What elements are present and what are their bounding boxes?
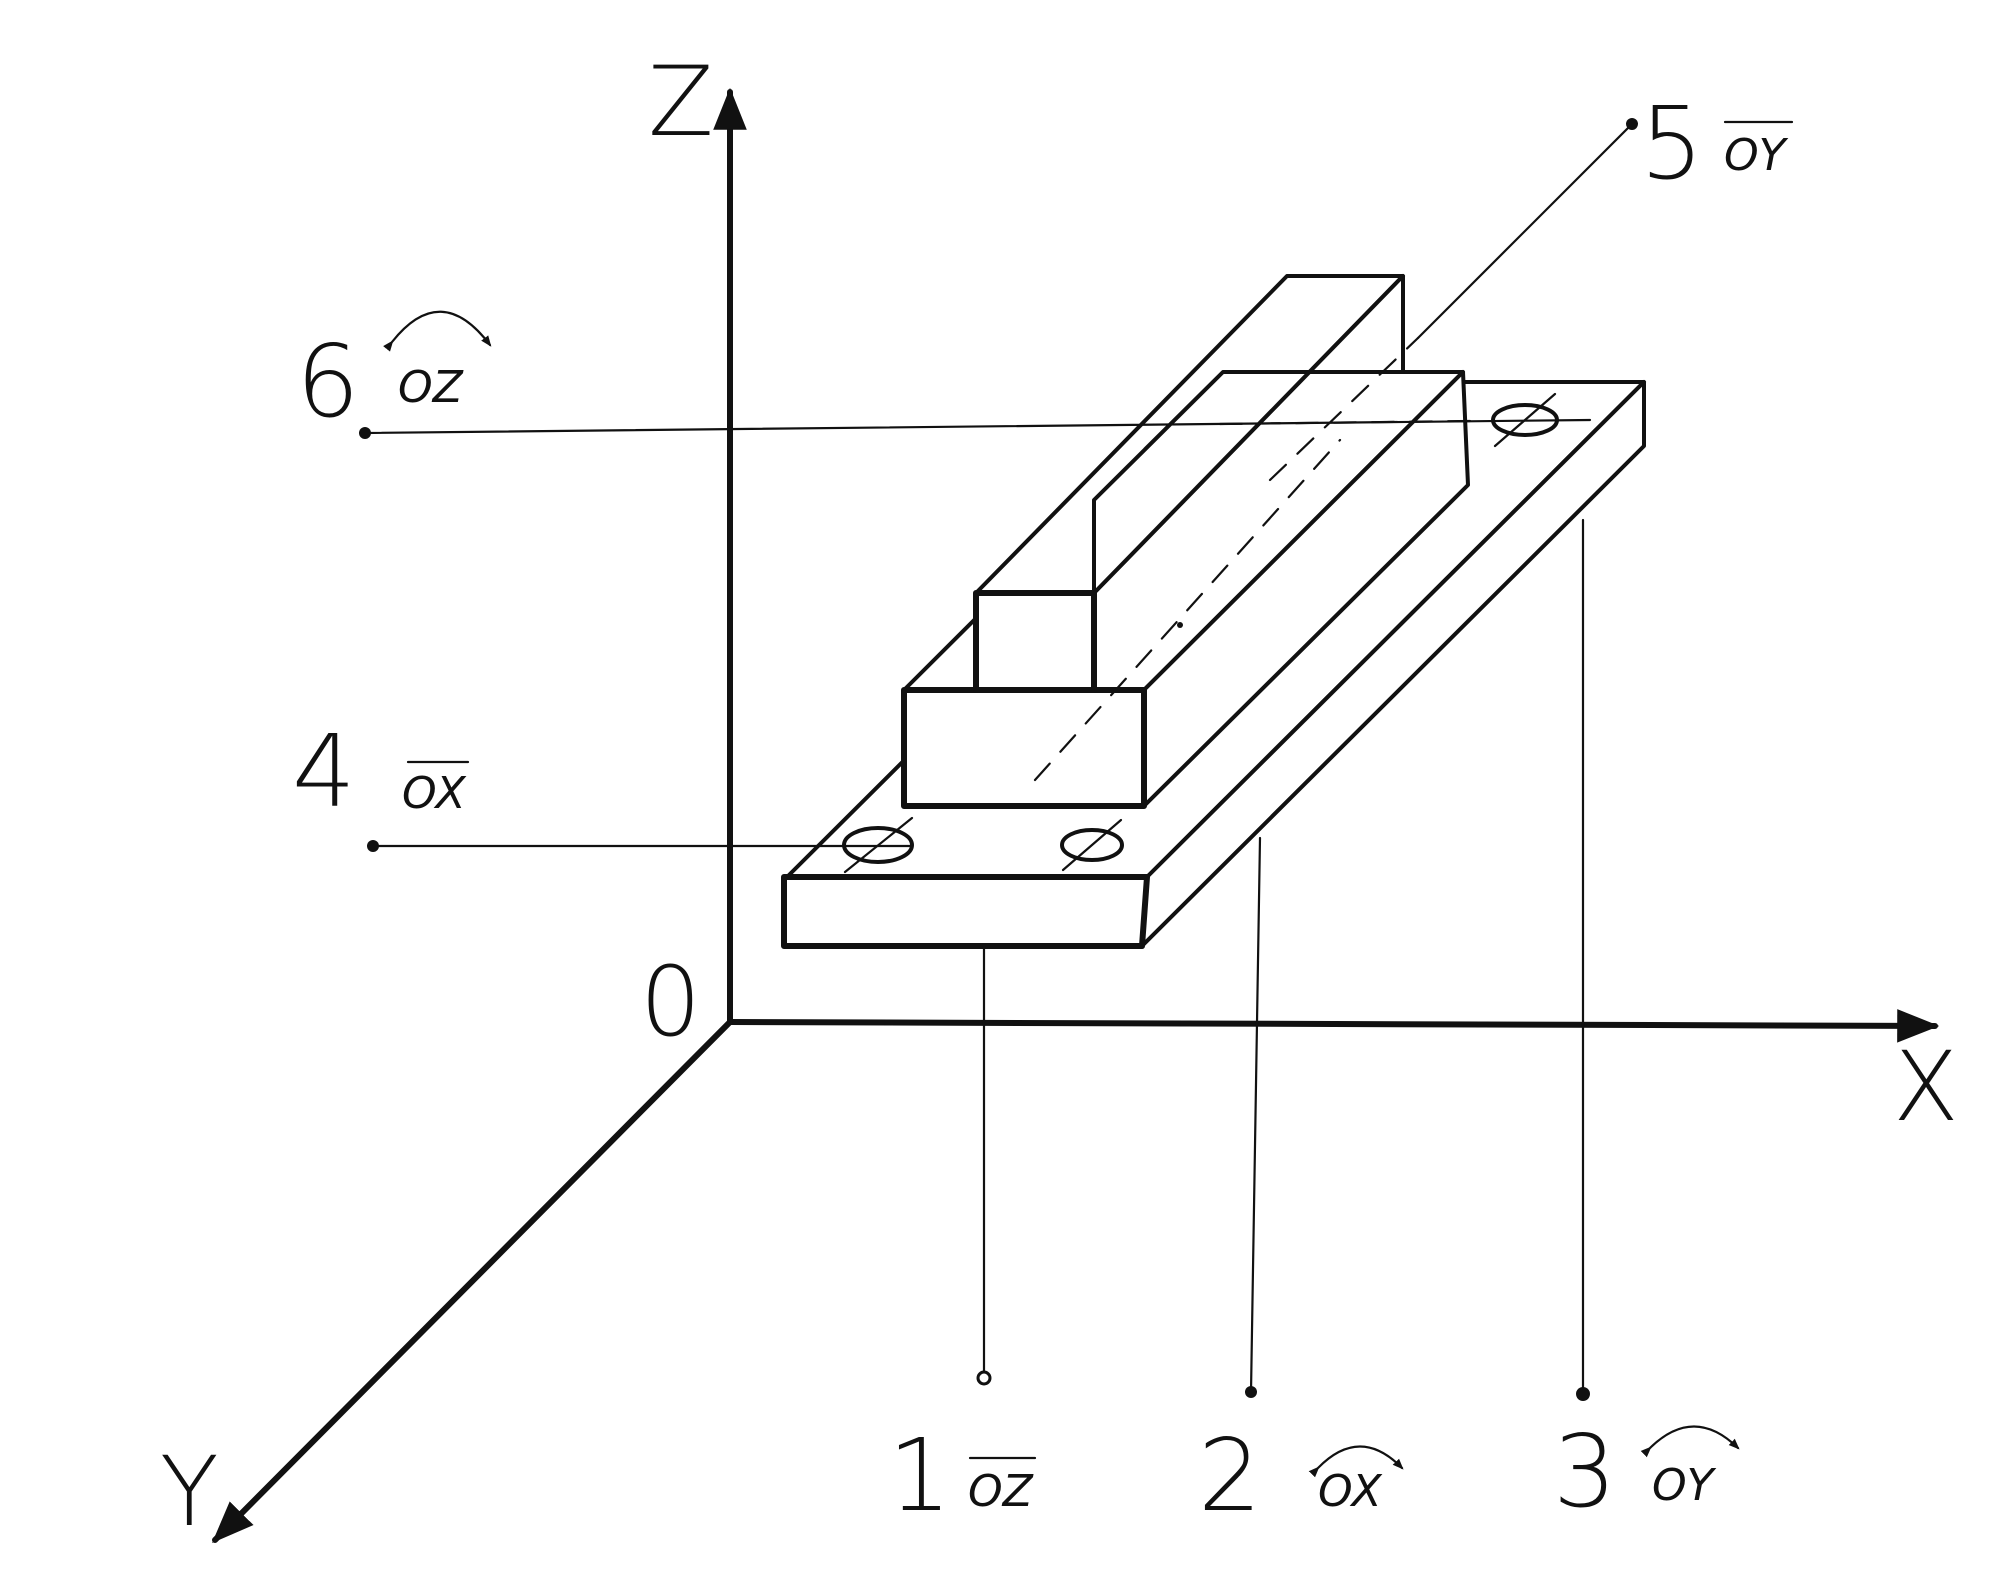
support-label-1: 1 OZ: [888, 1417, 1037, 1534]
origin-label: 0: [640, 946, 701, 1058]
rotation-arc-icon-2: [1308, 1445, 1404, 1478]
rotation-arc-icon-6: [383, 310, 492, 352]
axis-label-1: OZ: [968, 1466, 1034, 1517]
leader-line-6-hidden: [1218, 419, 1472, 426]
leader-dot-5: [1626, 118, 1638, 130]
axis-label-4: OX: [402, 768, 466, 819]
support-label-3: 3 OY: [1553, 1413, 1740, 1530]
axis-label-2: OX: [1318, 1466, 1382, 1517]
y-axis-label: Y: [160, 1436, 219, 1548]
y-axis-line: [212, 1019, 733, 1543]
top-block-hidden-edge: [1033, 438, 1342, 782]
support-label-2: 2 OX: [1198, 1417, 1404, 1534]
support-point-labels: 1 OZ 2 OX 3 OY 4 OX 5 OY 6: [292, 85, 1794, 1534]
leader-line-5-hidden: [1268, 336, 1420, 482]
support-number-5: 5: [1640, 85, 1704, 202]
support-label-6: 6 OZ: [296, 310, 492, 440]
bolt-hole-front-right: [1060, 818, 1124, 872]
x-axis-line: [727, 1009, 1940, 1043]
bolt-hole-slash: [1061, 818, 1123, 872]
leader-dot-2: [1245, 1386, 1257, 1398]
axis-label-3: OY: [1652, 1460, 1717, 1511]
coordinate-axes: Z X Y 0: [160, 46, 1959, 1548]
leader-dot-4: [367, 840, 379, 852]
leader-line-5: [1416, 122, 1634, 340]
z-axis-label: Z: [648, 46, 714, 158]
leader-dot-1: [976, 1370, 992, 1386]
support-label-4: 4 OX: [292, 713, 470, 830]
top-block: [973, 274, 1405, 782]
support-number-3: 3: [1553, 1413, 1617, 1530]
center-rib-front-face: [901, 687, 1147, 809]
support-number-2: 2: [1198, 1417, 1262, 1534]
support-number-6: 6: [296, 323, 360, 440]
top-block-right-face: [1092, 274, 1405, 595]
axis-label-5: OY: [1724, 130, 1789, 181]
top-block-center-dot: [1177, 622, 1183, 628]
support-number-1: 1: [888, 1417, 952, 1534]
x-axis-label: X: [1893, 1031, 1959, 1143]
support-point-leaders: [359, 118, 1638, 1401]
support-number-4: 4: [292, 713, 356, 830]
base-plate-front-face: [781, 874, 1150, 949]
axis-label-6: OZ: [398, 362, 464, 413]
leader-dot-3: [1576, 1387, 1590, 1401]
support-label-5: 5 OY: [1640, 85, 1794, 202]
leader-dot-6: [359, 427, 371, 439]
rotation-arc-icon-3: [1640, 1425, 1740, 1458]
leader-line-2: [1249, 836, 1262, 1394]
top-block-front-face: [973, 590, 1097, 693]
